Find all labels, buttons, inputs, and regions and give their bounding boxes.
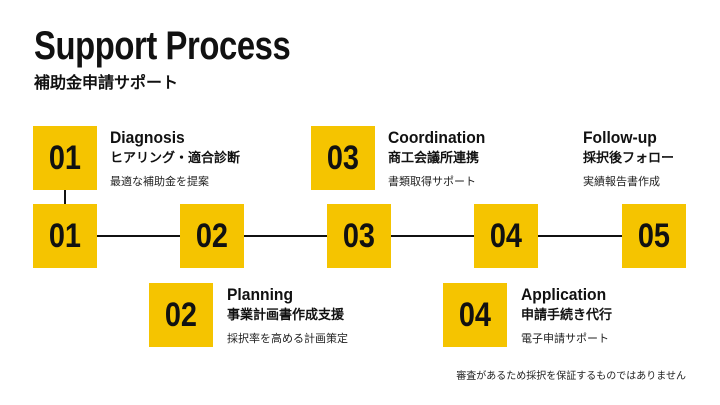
card-title: Diagnosis: [110, 128, 185, 147]
card-title: Follow-up: [583, 128, 657, 147]
timeline-step-05: 05: [622, 204, 686, 268]
card-number: 03: [326, 138, 360, 177]
timeline-step-01: 01: [33, 204, 97, 268]
card-number: 01: [48, 138, 82, 177]
card-description: 書類取得サポート: [388, 175, 476, 188]
card-application: Application 申請手続き代行 電子申請サポート: [521, 285, 614, 347]
card-coordination: Coordination 商工会議所連携 書類取得サポート: [388, 128, 494, 190]
card-title: Application: [521, 285, 607, 304]
disclaimer-note: 審査があるため採択を保証するものではありません: [456, 371, 686, 382]
card-description: 採択率を高める計画策定: [227, 332, 348, 345]
timeline-step-number: 01: [48, 216, 82, 255]
timeline-connector: [64, 188, 66, 206]
card-description: 最適な補助金を提案: [110, 175, 209, 188]
card-title: Planning: [227, 285, 294, 304]
card-number-03: 03: [311, 126, 375, 190]
page-title: Support Process: [34, 24, 291, 68]
card-number-01: 01: [33, 126, 97, 190]
card-number-04: 04: [443, 283, 507, 347]
card-planning: Planning 事業計画書作成支援 採択率を高める計画策定: [227, 285, 348, 347]
timeline-step-03: 03: [327, 204, 391, 268]
card-follow-up: Follow-up 採択後フォロー 実績報告書作成: [583, 128, 674, 190]
timeline-step-04: 04: [474, 204, 538, 268]
timeline-step-number: 04: [489, 216, 523, 255]
card-subtitle: 採択後フォロー: [583, 151, 675, 166]
card-description: 電子申請サポート: [521, 332, 609, 345]
card-number: 02: [164, 295, 198, 334]
page-subtitle: 補助金申請サポート: [34, 73, 179, 92]
timeline-step-number: 05: [637, 216, 671, 255]
card-subtitle: ヒアリング・適合診断: [110, 151, 241, 166]
card-subtitle: 事業計画書作成支援: [227, 308, 345, 323]
card-description: 実績報告書作成: [583, 175, 660, 188]
card-number: 04: [458, 295, 492, 334]
timeline-step-number: 03: [342, 216, 376, 255]
timeline-step-number: 02: [195, 216, 229, 255]
card-subtitle: 商工会議所連携: [388, 151, 480, 166]
card-diagnosis: Diagnosis ヒアリング・適合診断 最適な補助金を提案: [110, 128, 240, 190]
card-title: Coordination: [388, 128, 486, 147]
card-subtitle: 申請手続き代行: [521, 308, 613, 323]
card-number-02: 02: [149, 283, 213, 347]
timeline-step-02: 02: [180, 204, 244, 268]
